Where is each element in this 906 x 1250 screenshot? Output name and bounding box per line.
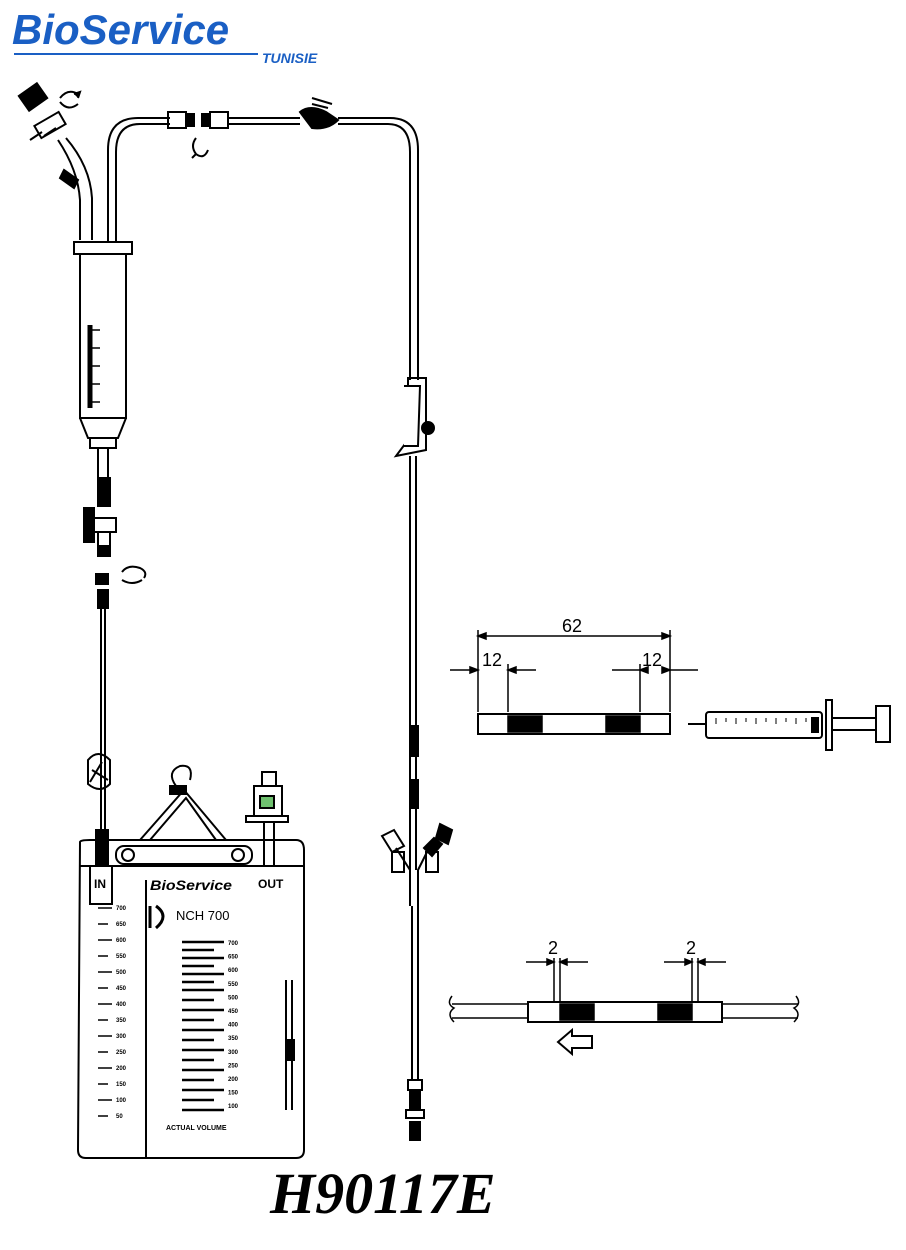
roller-clamp-bag	[87, 753, 111, 790]
bag-left-scale-label: 600	[116, 938, 127, 944]
bag-right-scale-label: 300	[228, 1050, 239, 1056]
bag-left-scale-label: 350	[116, 1018, 127, 1024]
bag-right-scale-label: 100	[228, 1104, 239, 1110]
luer-connector-top	[167, 111, 187, 129]
spike-tube	[107, 117, 170, 242]
bag-right-scale-label: 400	[228, 1023, 239, 1029]
patient-connector	[405, 1079, 425, 1141]
dimension-overall-62: 62	[562, 616, 582, 636]
bag-label-in: IN	[94, 877, 106, 891]
dimension-gap-left-2: 2	[548, 938, 558, 958]
bag-left-scale-label: 650	[116, 922, 127, 928]
bag-left-scale-label: 150	[116, 1082, 127, 1088]
rotate-arrow-top	[191, 137, 209, 159]
vent-tube	[57, 137, 93, 240]
bag-left-scale-label: 250	[116, 1050, 127, 1056]
bag-left-scale: 700 650 600 550 500 450 400 350 300 250 200 150 100 5…	[116, 906, 127, 1120]
dimension-diagram-2	[448, 957, 800, 1057]
bag-left-scale-label: 50	[116, 1114, 123, 1120]
logo-rule	[14, 53, 258, 55]
top-tube	[228, 117, 300, 125]
marker-band-2	[409, 779, 419, 809]
logo-main: BioService	[12, 6, 230, 53]
bag-right-scale-label: 150	[228, 1091, 239, 1097]
y-connector	[380, 822, 454, 906]
drip-chamber	[73, 241, 133, 479]
vent-clamp	[58, 168, 80, 190]
bag-left-scale-label: 550	[116, 954, 127, 960]
dimension-gap-right-2: 2	[686, 938, 696, 958]
luer-connector-mid	[97, 589, 109, 609]
marker-band-1	[409, 725, 419, 757]
three-way-stopcock	[83, 477, 117, 585]
bag-left-scale-label: 400	[116, 1002, 127, 1008]
vent-cap	[17, 81, 82, 113]
bag-right-scale-label: 350	[228, 1036, 239, 1042]
bag-right-scale-label: 550	[228, 982, 239, 988]
bag-right-scale-label: 650	[228, 955, 239, 961]
bag-left-scale-label: 100	[116, 1098, 127, 1104]
dimension-right-12: 12	[642, 650, 662, 670]
bag-right-scale: 700 650 600 550 500 450 400 350 300 250 200 150 100	[228, 941, 239, 1110]
bag-left-scale-label: 300	[116, 1034, 127, 1040]
bag-right-scale-label: 600	[228, 968, 239, 974]
bag-brand: BioService	[150, 877, 232, 893]
drainage-bag	[76, 764, 305, 1159]
bag-right-scale-label: 250	[228, 1063, 239, 1069]
syringe	[688, 699, 891, 751]
top-clamp	[298, 107, 340, 130]
dimension-diagram-62	[450, 630, 698, 735]
flow-direction-arrow	[556, 1027, 593, 1057]
bag-right-scale-label: 200	[228, 1077, 239, 1083]
line-to-bag	[100, 608, 106, 830]
logo-subtitle: TUNISIE	[262, 50, 318, 66]
bag-left-scale-label: 450	[116, 986, 127, 992]
main-line-lower	[411, 906, 419, 1080]
bag-left-scale-label: 200	[116, 1066, 127, 1072]
bag-right-scale-label: 450	[228, 1009, 239, 1015]
dimension-left-12: 12	[482, 650, 502, 670]
vent-filter	[29, 110, 67, 141]
bag-right-scale-label: 500	[228, 995, 239, 1001]
bag-right-scale-label: 700	[228, 941, 239, 947]
flow-regulator	[393, 377, 435, 458]
bag-left-scale-label: 500	[116, 970, 127, 976]
bag-left-scale-label: 700	[116, 906, 127, 912]
top-tube-right	[338, 117, 419, 380]
bag-model: NCH 700	[176, 908, 229, 923]
bag-label-out: OUT	[258, 877, 284, 891]
rotate-arrow-mid	[121, 565, 147, 584]
bag-actual-volume: ACTUAL VOLUME	[166, 1125, 227, 1132]
product-code: H90117E	[270, 1161, 496, 1226]
